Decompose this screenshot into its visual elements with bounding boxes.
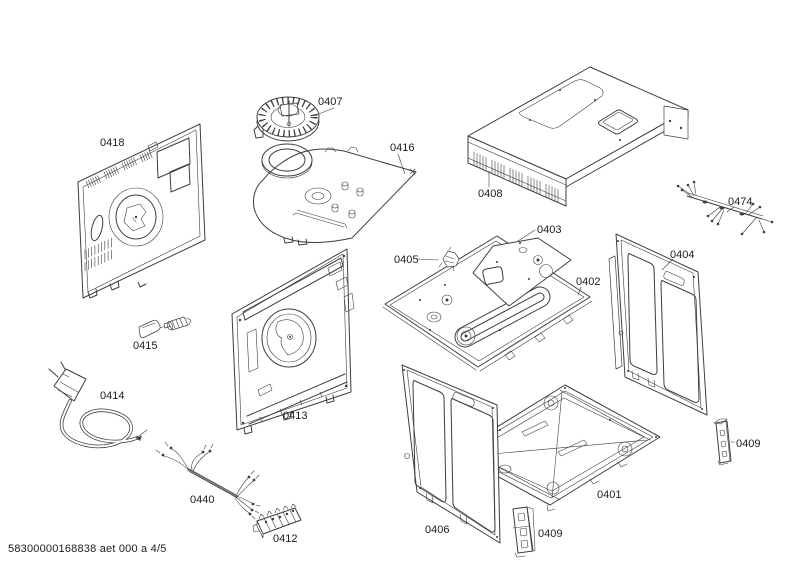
part-0414-drawing — [48, 361, 148, 449]
part-0404-drawing — [608, 233, 708, 416]
part-0409-right-drawing — [713, 418, 732, 466]
part-0416-drawing — [253, 143, 417, 246]
part-label-0413: 0413 — [283, 410, 307, 422]
part-0409-bottom-drawing — [512, 506, 536, 558]
part-label-0407: 0407 — [318, 96, 342, 108]
part-label-0412: 0412 — [273, 533, 297, 545]
document-code: 58300000168838 aet 000 a 4/5 — [8, 543, 167, 555]
part-labels: 0418 0407 0416 0408 0403 0405 0402 0404 … — [100, 96, 760, 545]
part-0406-drawing — [401, 364, 501, 544]
part-0405-drawing — [438, 246, 460, 272]
part-label-0409-right: 0409 — [736, 438, 760, 450]
part-label-0418: 0418 — [100, 137, 124, 149]
part-label-0474: 0474 — [728, 196, 752, 208]
part-label-0414: 0414 — [100, 390, 124, 402]
leader-lines — [315, 107, 736, 443]
part-label-0440: 0440 — [190, 494, 214, 506]
part-0408-drawing — [467, 66, 689, 207]
part-label-0408: 0408 — [478, 188, 502, 200]
part-0407-drawing — [253, 96, 320, 142]
part-label-0403: 0403 — [537, 224, 561, 236]
part-0415-drawing — [138, 316, 192, 339]
part-0401-drawing — [454, 384, 661, 512]
part-label-0406: 0406 — [425, 524, 449, 536]
part-0412-drawing — [252, 503, 302, 539]
part-label-0409-bottom: 0409 — [538, 528, 562, 540]
part-label-0416: 0416 — [390, 142, 414, 154]
part-0418-drawing — [77, 123, 206, 299]
part-0413-drawing — [231, 248, 355, 435]
part-0403-drawing — [472, 237, 572, 307]
part-label-0401: 0401 — [597, 489, 621, 501]
part-0440-drawing — [155, 441, 261, 520]
part-0474-drawing — [676, 180, 774, 236]
part-label-0405: 0405 — [394, 254, 418, 266]
part-label-0402: 0402 — [576, 276, 600, 288]
part-label-0415: 0415 — [133, 340, 157, 352]
part-label-0404: 0404 — [670, 249, 694, 261]
